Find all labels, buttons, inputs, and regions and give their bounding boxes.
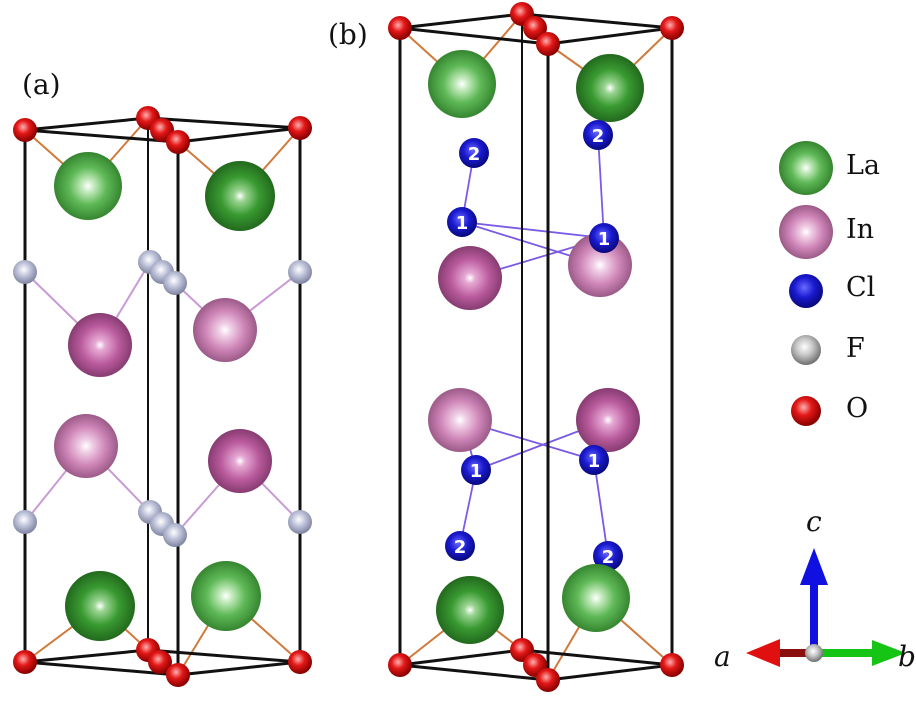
o-atom <box>166 130 190 154</box>
la-atom <box>191 561 261 631</box>
cl-site-label: 1 <box>588 451 601 472</box>
cl-site-label: 1 <box>456 213 469 234</box>
axis-label-a: a <box>714 640 731 673</box>
panel-b-cell-edge-top <box>398 12 524 30</box>
in-cl-bond <box>597 134 605 239</box>
in-cl-bond <box>461 221 605 239</box>
o-atom <box>523 16 547 40</box>
o-atom <box>388 653 412 677</box>
panel-b-cell-edge-top <box>398 26 550 46</box>
in-atom <box>54 414 118 478</box>
legend-label-cl: Cl <box>846 272 876 303</box>
la-atom <box>428 50 496 118</box>
cl-atom <box>445 531 475 561</box>
panel-b-cell-edge-bottom <box>398 663 550 682</box>
cl-site-label: 2 <box>592 126 605 147</box>
cl-atom <box>459 138 489 168</box>
cl-atom <box>583 120 613 150</box>
axis-b-shaft <box>816 649 874 657</box>
f-atom <box>13 510 37 534</box>
panel-a-cell-edge-bottom <box>23 648 150 664</box>
la-atom <box>54 152 122 220</box>
la-atom <box>562 564 630 632</box>
o-atom <box>536 32 560 56</box>
panel-label-b: (b) <box>328 18 368 51</box>
o-atom <box>13 118 37 142</box>
axis-label-b: b <box>898 640 916 673</box>
la-atom <box>576 54 644 122</box>
legend-swatch-in <box>779 205 833 259</box>
o-atom <box>288 650 312 674</box>
panel-b-cell-edge-bottom <box>398 648 524 667</box>
o-atom <box>660 16 684 40</box>
cl-site-label: 2 <box>454 537 467 558</box>
axis-label-c: c <box>806 505 822 538</box>
panel-a-cell-edge-top <box>146 116 302 130</box>
legend-label-la: La <box>846 150 881 181</box>
o-atom <box>148 650 172 674</box>
legend-label-f: F <box>846 333 865 364</box>
f-atom <box>163 271 187 295</box>
panel-b-cell-edge-top <box>520 12 674 30</box>
la-atom <box>65 571 135 641</box>
la-atom <box>205 161 275 231</box>
panel-a-cell-edge-top <box>23 128 180 144</box>
panel-b-cell-edge-bottom <box>546 663 674 682</box>
panel-a-cell-edge-bottom <box>176 660 302 677</box>
legend-swatch-cl <box>789 274 823 308</box>
o-atom <box>536 668 560 692</box>
axis-a-shaft <box>778 649 814 657</box>
in-atom <box>193 298 257 362</box>
panel-a-cell-edge-top <box>23 116 150 132</box>
f-atom <box>163 523 187 547</box>
in-atom <box>576 388 640 452</box>
o-atom <box>660 653 684 677</box>
in-atom <box>68 313 132 377</box>
o-atom <box>13 650 37 674</box>
cl-site-label: 2 <box>602 547 615 568</box>
panel-a-cell-edge-top <box>176 126 302 144</box>
legend-swatch-o <box>791 396 821 426</box>
cl-atom <box>579 445 609 475</box>
panel-a-cell-edge-bottom <box>23 660 180 677</box>
legend-swatch-f <box>791 335 821 365</box>
panel-label-a: (a) <box>22 68 61 101</box>
o-atom <box>166 663 190 687</box>
panel-a-cell-edge-bottom <box>146 648 302 664</box>
cl-atom <box>593 541 623 571</box>
axis-c-shaft <box>810 585 818 653</box>
legend-label-o: O <box>846 393 869 424</box>
legend-swatch-la <box>779 141 833 195</box>
f-atom <box>288 510 312 534</box>
f-atom <box>13 260 37 284</box>
in-atom <box>438 246 502 310</box>
f-atom <box>288 260 312 284</box>
cl-atom <box>447 207 477 237</box>
o-atom <box>388 16 412 40</box>
axis-a-arrowhead <box>746 639 780 667</box>
cl-site-label: 1 <box>598 229 611 250</box>
axis-origin <box>805 644 823 662</box>
in-cl-bond <box>593 459 609 557</box>
axis-c-arrowhead <box>800 548 828 585</box>
cl-atom <box>589 223 619 253</box>
in-atom <box>208 429 272 493</box>
cl-atom <box>461 455 491 485</box>
in-atom <box>428 388 492 452</box>
cl-site-label: 2 <box>468 144 481 165</box>
cl-site-label: 1 <box>470 461 483 482</box>
o-atom <box>288 116 312 140</box>
legend-label-in: In <box>846 214 875 245</box>
panel-b-cell-edge-top <box>546 26 674 46</box>
in-atom <box>568 233 632 297</box>
axis-b-arrowhead <box>872 640 906 666</box>
la-atom <box>436 576 504 644</box>
